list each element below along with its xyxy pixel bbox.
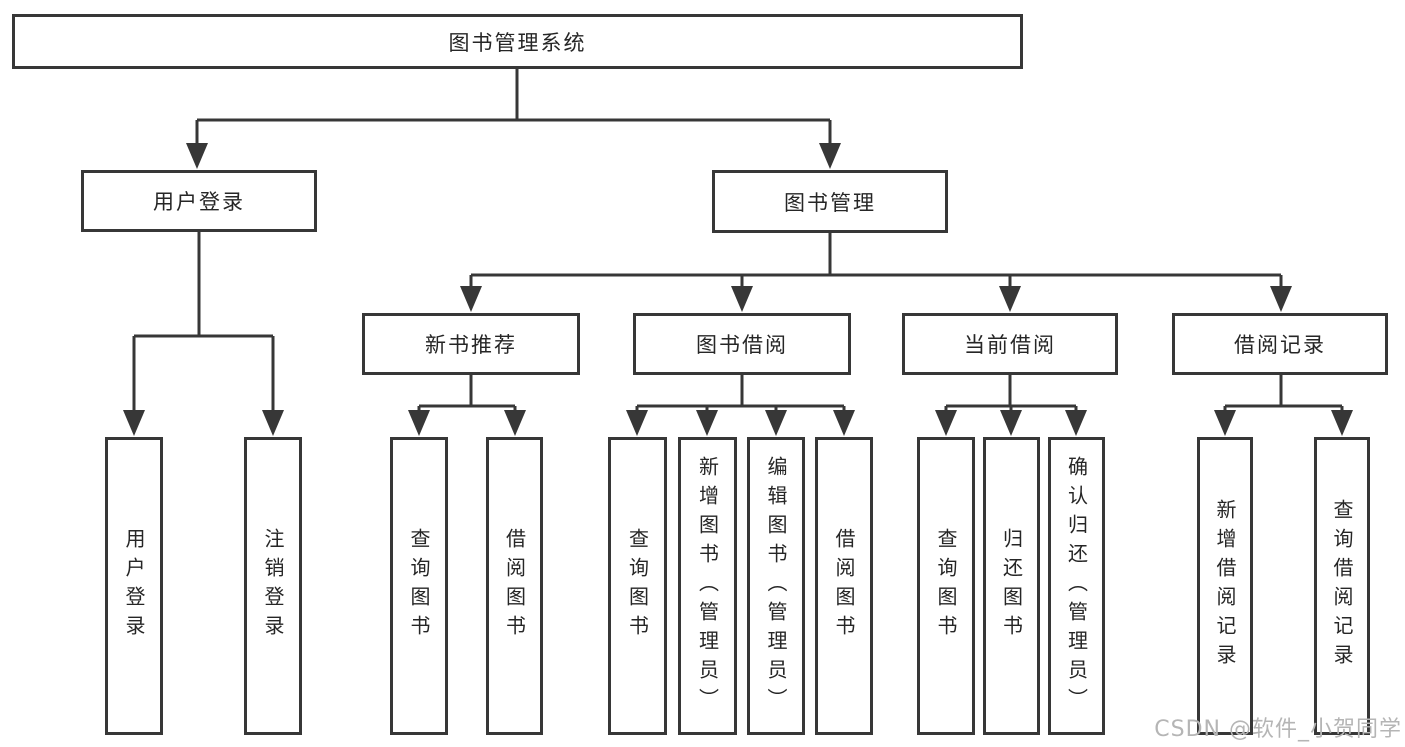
leaf-confirm-return-admin: 确认归还（管理员） — [1048, 437, 1105, 735]
leaf-query-book-3: 查询图书 — [917, 437, 975, 735]
node-current-borrow-label: 当前借阅 — [964, 333, 1056, 357]
leaf-add-borrow-record: 新增借阅记录 — [1197, 437, 1253, 735]
node-new-book-recommend-label: 新书推荐 — [425, 333, 517, 357]
node-book-borrow: 图书借阅 — [633, 313, 851, 375]
leaf-borrow-book-2: 借阅图书 — [815, 437, 873, 735]
leaf-logout-label: 注销登录 — [261, 528, 285, 644]
leaf-user-login: 用户登录 — [105, 437, 163, 735]
node-user-login: 用户登录 — [81, 170, 317, 232]
leaf-query-book-1-label: 查询图书 — [407, 528, 431, 644]
leaf-query-book-2-label: 查询图书 — [625, 528, 650, 644]
node-user-login-label: 用户登录 — [153, 190, 245, 214]
node-book-management: 图书管理 — [712, 170, 948, 233]
node-borrow-record: 借阅记录 — [1172, 313, 1388, 375]
node-current-borrow: 当前借阅 — [902, 313, 1118, 375]
leaf-query-book-2: 查询图书 — [608, 437, 667, 735]
leaf-query-book-1: 查询图书 — [390, 437, 448, 735]
node-book-borrow-label: 图书借阅 — [696, 333, 788, 357]
node-root-label: 图书管理系统 — [448, 30, 587, 55]
leaf-borrow-book-1: 借阅图书 — [486, 437, 543, 735]
leaf-user-login-label: 用户登录 — [122, 528, 146, 644]
leaf-add-book-admin-label: 新增图书（管理员） — [695, 455, 720, 717]
leaf-query-borrow-record-label: 查询借阅记录 — [1330, 499, 1354, 673]
leaf-edit-book-admin-label: 编辑图书（管理员） — [764, 455, 788, 717]
leaf-return-book: 归还图书 — [983, 437, 1040, 735]
leaf-query-book-3-label: 查询图书 — [934, 528, 958, 644]
node-root: 图书管理系统 — [12, 14, 1023, 69]
arrowhead-icons — [123, 143, 1353, 436]
leaf-confirm-return-admin-label: 确认归还（管理员） — [1064, 455, 1089, 717]
leaf-logout: 注销登录 — [244, 437, 302, 735]
leaf-query-borrow-record: 查询借阅记录 — [1314, 437, 1370, 735]
node-new-book-recommend: 新书推荐 — [362, 313, 580, 375]
leaf-borrow-book-1-label: 借阅图书 — [502, 528, 527, 644]
leaf-return-book-label: 归还图书 — [999, 528, 1024, 644]
leaf-add-book-admin: 新增图书（管理员） — [678, 437, 737, 735]
leaf-borrow-book-2-label: 借阅图书 — [832, 528, 856, 644]
csdn-watermark: CSDN @软件_小贺同学 — [1154, 717, 1402, 742]
node-borrow-record-label: 借阅记录 — [1234, 333, 1326, 357]
node-book-management-label: 图书管理 — [784, 190, 876, 215]
leaf-add-borrow-record-label: 新增借阅记录 — [1213, 499, 1237, 673]
leaf-edit-book-admin: 编辑图书（管理员） — [747, 437, 805, 735]
